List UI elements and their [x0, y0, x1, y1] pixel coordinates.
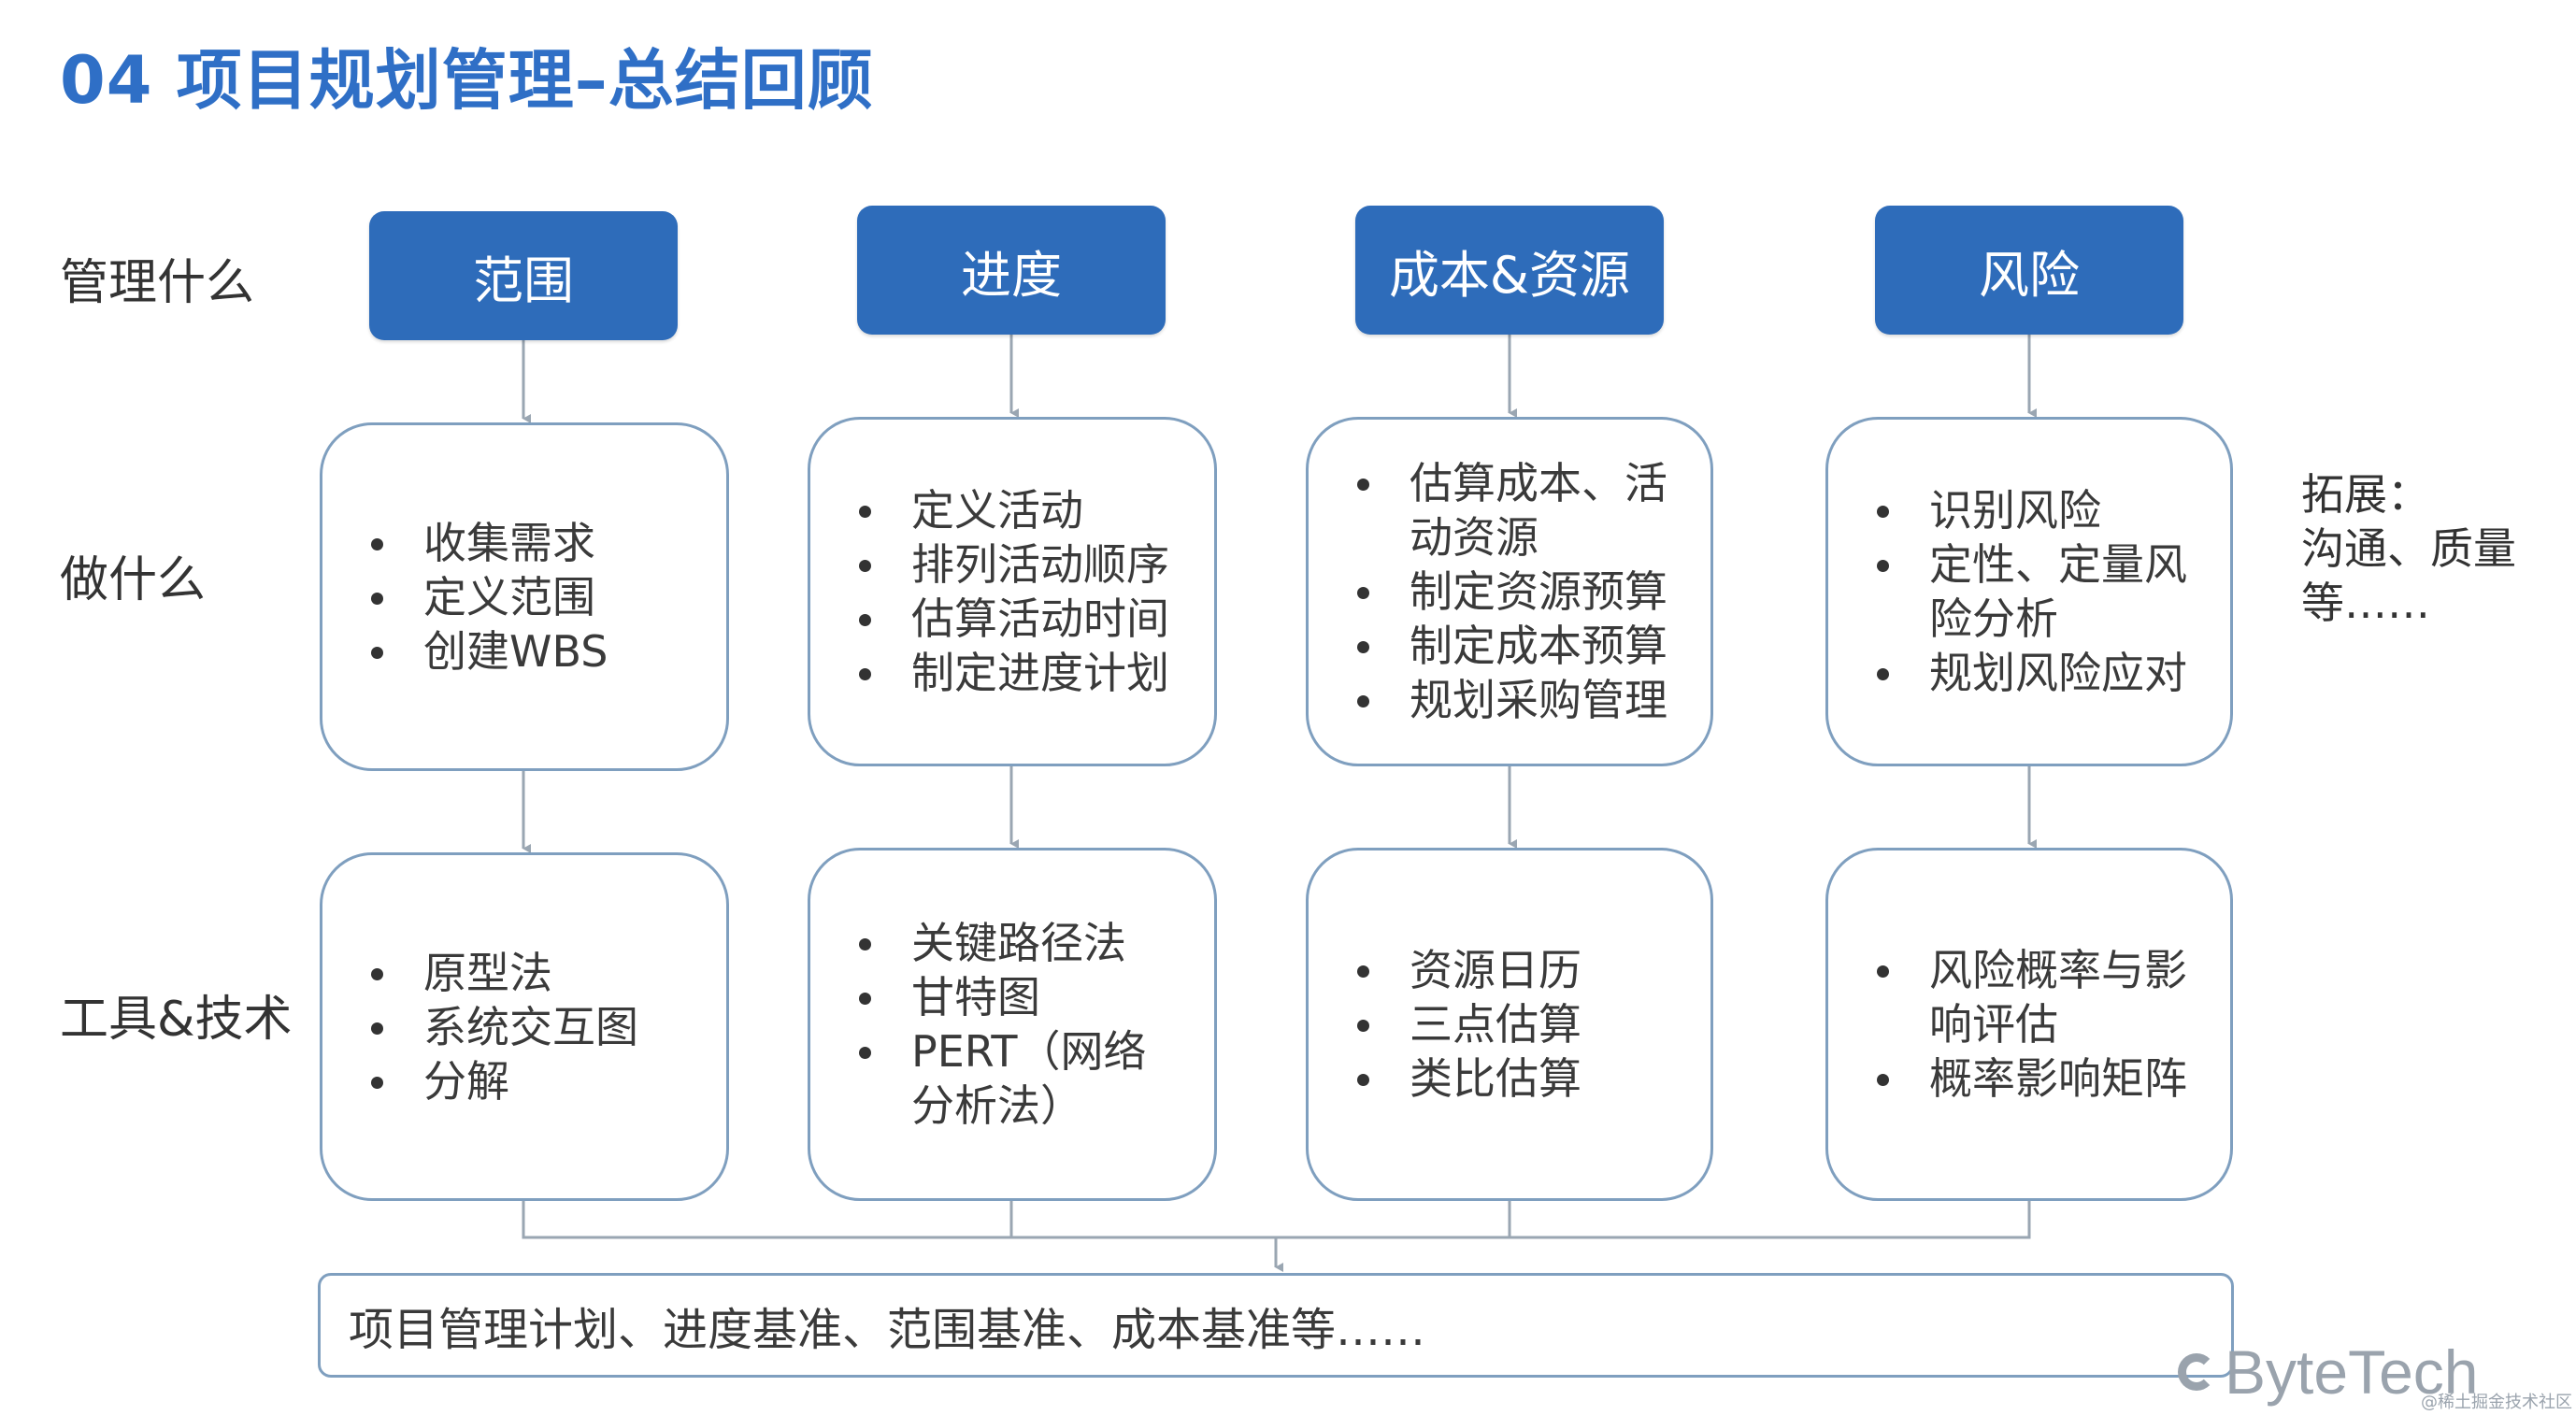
- list-item: 类比估算: [1357, 1051, 1710, 1106]
- activities-box-cost-resources: 估算成本、活动资源 制定资源预算 制定成本预算 规划采购管理: [1306, 417, 1713, 766]
- activities-list-cost-resources: 估算成本、活动资源 制定资源预算 制定成本预算 规划采购管理: [1309, 456, 1710, 727]
- row-label-tools: 工具&技术: [60, 992, 293, 1048]
- list-item: 定性、定量风险分析: [1877, 537, 2197, 646]
- watermark-text: @稀土掘金技术社区: [2421, 1393, 2572, 1412]
- connector-bus: [522, 1201, 2031, 1239]
- list-item: 关键路径法: [859, 916, 1177, 970]
- header-cost-resources: 成本&资源: [1355, 206, 1664, 335]
- activities-list-scope: 收集需求 定义范围 创建WBS: [322, 516, 726, 679]
- list-item: 规划风险应对: [1877, 646, 2197, 700]
- tools-list-schedule: 关键路径法 甘特图 PERT（网络分析法）: [810, 916, 1214, 1133]
- list-item: 制定资源预算: [1357, 565, 1677, 619]
- row-label-what-to-manage: 管理什么: [60, 255, 255, 311]
- page-title: 04 项目规划管理–总结回顾: [60, 42, 874, 119]
- row-label-what-to-do: 做什么: [60, 552, 207, 608]
- list-item: 风险概率与影响评估: [1877, 943, 2197, 1051]
- list-item: 定义活动: [859, 483, 1214, 537]
- tools-list-cost-resources: 资源日历 三点估算 类比估算: [1309, 943, 1710, 1106]
- list-item: 概率影响矩阵: [1877, 1051, 2197, 1106]
- activities-box-risk: 识别风险 定性、定量风险分析 规划风险应对: [1825, 417, 2233, 766]
- header-schedule: 进度: [857, 206, 1166, 335]
- tools-list-scope: 原型法 系统交互图 分解: [322, 946, 726, 1108]
- list-item: 分解: [371, 1054, 726, 1108]
- list-item: 识别风险: [1877, 483, 2197, 537]
- list-item: PERT（网络分析法）: [859, 1024, 1177, 1133]
- bytetech-logo-text: ByteTech: [2225, 1337, 2479, 1407]
- tools-box-cost-resources: 资源日历 三点估算 类比估算: [1306, 848, 1713, 1201]
- list-item: 原型法: [371, 946, 726, 1000]
- tools-box-schedule: 关键路径法 甘特图 PERT（网络分析法）: [808, 848, 1217, 1201]
- list-item: 定义范围: [371, 570, 726, 624]
- list-item: 资源日历: [1357, 943, 1710, 997]
- list-item: 估算成本、活动资源: [1357, 456, 1677, 565]
- tools-box-scope: 原型法 系统交互图 分解: [320, 852, 729, 1201]
- list-item: 制定成本预算: [1357, 619, 1677, 673]
- extension-note: 拓展： 沟通、质量等……: [2301, 467, 2544, 630]
- extension-label: 拓展：: [2301, 469, 2430, 520]
- tools-box-risk: 风险概率与影响评估 概率影响矩阵: [1825, 848, 2233, 1201]
- list-item: 估算活动时间: [859, 592, 1214, 646]
- activities-list-risk: 识别风险 定性、定量风险分析 规划风险应对: [1828, 483, 2230, 700]
- header-scope: 范围: [369, 211, 678, 340]
- list-item: 排列活动顺序: [859, 537, 1214, 592]
- bytetech-logo-icon: [2178, 1353, 2215, 1391]
- header-risk: 风险: [1875, 206, 2183, 335]
- extension-text: 沟通、质量等……: [2301, 523, 2516, 628]
- tools-list-risk: 风险概率与影响评估 概率影响矩阵: [1828, 943, 2230, 1106]
- list-item: 规划采购管理: [1357, 673, 1677, 727]
- list-item: 系统交互图: [371, 1000, 726, 1054]
- activities-box-schedule: 定义活动 排列活动顺序 估算活动时间 制定进度计划: [808, 417, 1217, 766]
- summary-box: 项目管理计划、进度基准、范围基准、成本基准等……: [318, 1273, 2234, 1378]
- list-item: 甘特图: [859, 970, 1177, 1024]
- activities-list-schedule: 定义活动 排列活动顺序 估算活动时间 制定进度计划: [810, 483, 1214, 700]
- list-item: 创建WBS: [371, 624, 726, 679]
- list-item: 三点估算: [1357, 997, 1710, 1051]
- list-item: 收集需求: [371, 516, 726, 570]
- activities-box-scope: 收集需求 定义范围 创建WBS: [320, 422, 729, 771]
- bytetech-logo: ByteTech: [2178, 1336, 2478, 1408]
- list-item: 制定进度计划: [859, 646, 1214, 700]
